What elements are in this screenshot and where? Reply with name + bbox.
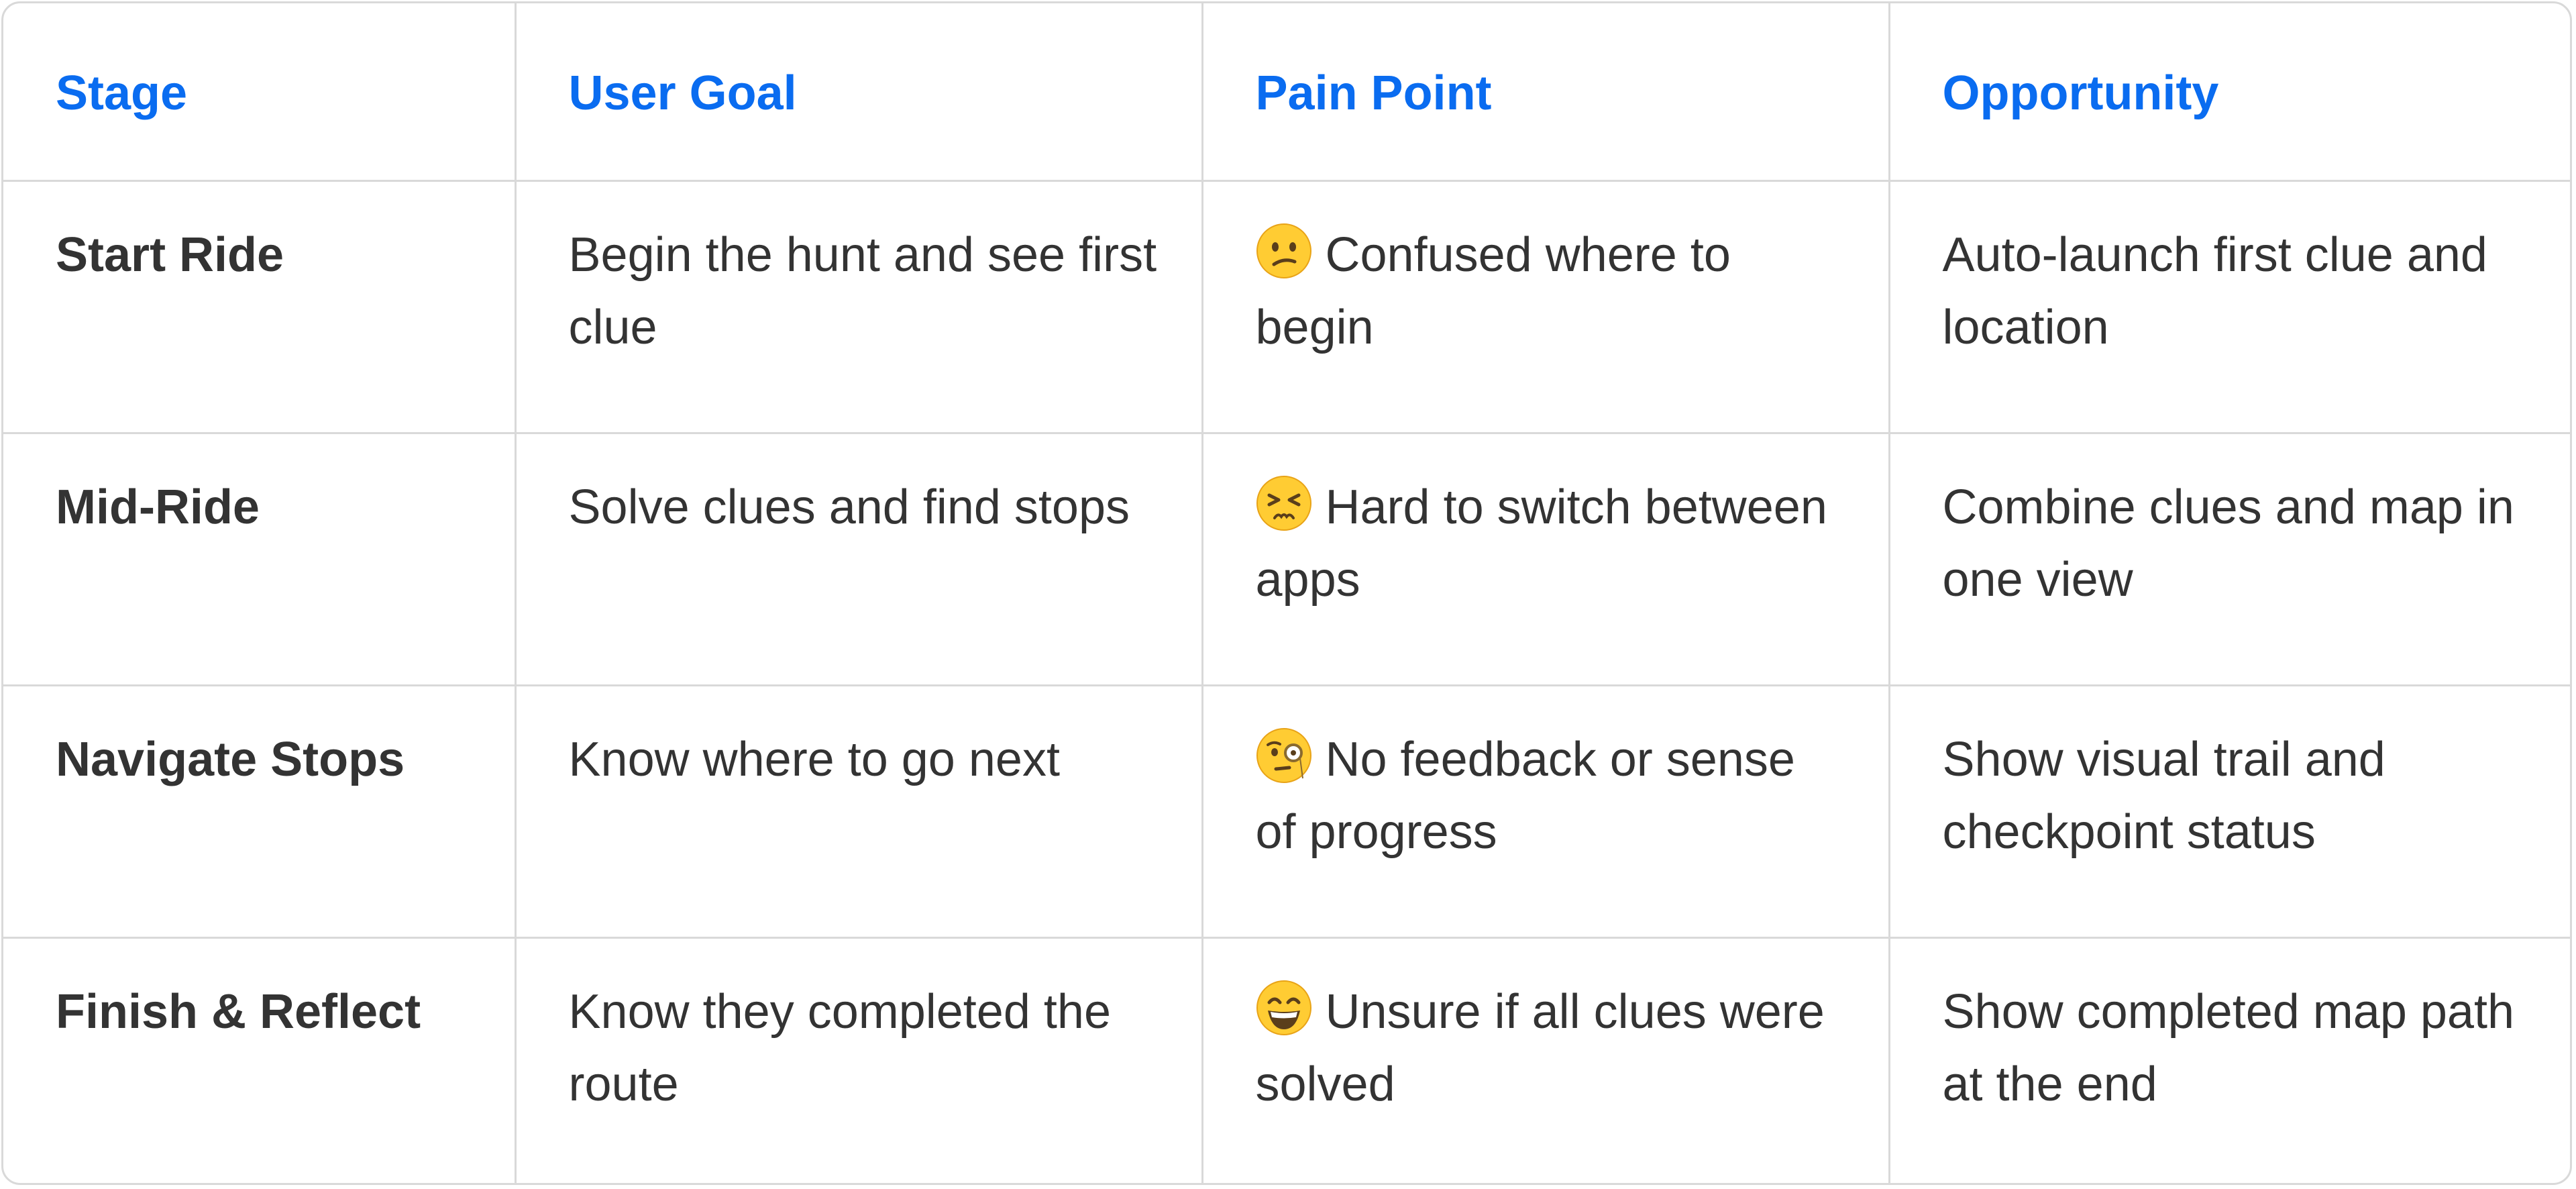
column-header-opportunity: Opportunity — [1889, 3, 2570, 182]
persevering-face-icon — [1256, 475, 1311, 531]
confused-face-icon — [1256, 223, 1311, 278]
pain-point-text: Confused where to begin — [1255, 227, 1731, 354]
table-row: Start Ride Begin the hunt and see first … — [3, 180, 2570, 434]
pain-point-text: Unsure if all clues were solved — [1255, 984, 1825, 1111]
pain-point-text: No feedback or sense of progress — [1255, 732, 1795, 859]
opportunity-cell: Auto-launch first clue and location — [1889, 180, 2570, 434]
grinning-face-icon — [1256, 980, 1311, 1035]
pain-point-text: Hard to switch between apps — [1255, 480, 1827, 607]
user-goal-cell: Know where to go next — [515, 685, 1203, 939]
stage-cell: Mid-Ride — [3, 433, 517, 686]
journey-table: Stage User Goal Pain Point Opportunity S… — [3, 3, 2570, 1183]
table-row: Mid-Ride Solve clues and find stops Hard… — [3, 433, 2570, 686]
column-header-pain-point: Pain Point — [1202, 3, 1890, 182]
stage-cell: Start Ride — [3, 180, 517, 434]
pain-point-cell: Hard to switch between apps — [1202, 433, 1890, 686]
monocle-face-icon — [1256, 727, 1311, 783]
column-header-user-goal: User Goal — [515, 3, 1203, 182]
pain-point-cell: No feedback or sense of progress — [1202, 685, 1890, 939]
stage-cell: Navigate Stops — [3, 685, 517, 939]
user-goal-cell: Begin the hunt and see first clue — [515, 180, 1203, 434]
table-row: Navigate Stops Know where to go next No … — [3, 685, 2570, 939]
pain-point-cell: Unsure if all clues were solved — [1202, 937, 1890, 1183]
opportunity-cell: Combine clues and map in one view — [1889, 433, 2570, 686]
user-goal-cell: Know they completed the route — [515, 937, 1203, 1183]
stage-cell: Finish & Reflect — [3, 937, 517, 1183]
header-row: Stage User Goal Pain Point Opportunity — [3, 3, 2570, 182]
user-goal-cell: Solve clues and find stops — [515, 433, 1203, 686]
pain-point-cell: Confused where to begin — [1202, 180, 1890, 434]
opportunity-cell: Show visual trail and checkpoint status — [1889, 685, 2570, 939]
table-row: Finish & Reflect Know they completed the… — [3, 937, 2570, 1183]
opportunity-cell: Show completed map path at the end — [1942, 984, 2515, 1111]
column-header-stage: Stage — [3, 3, 517, 182]
